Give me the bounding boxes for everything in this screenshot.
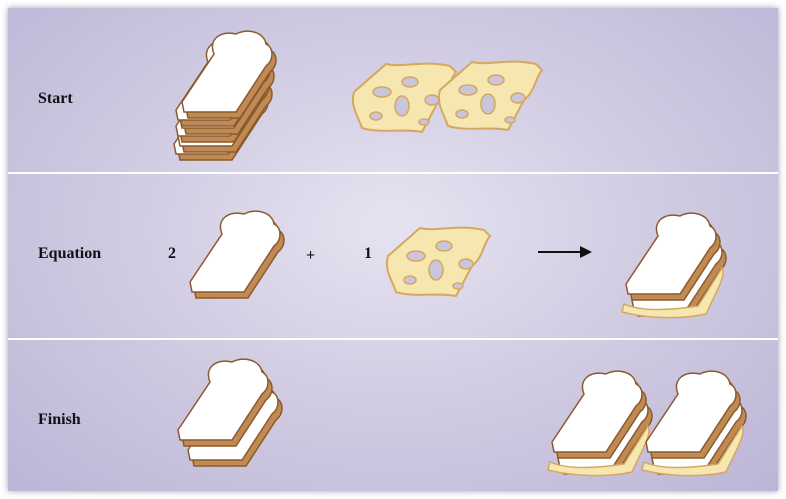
- sandwich-icon: [642, 371, 746, 475]
- sandwich-icon: [622, 213, 726, 317]
- cheese-slice-icon: [387, 228, 490, 296]
- bread-stack-icon: [178, 359, 282, 466]
- bread-stack-icon: [174, 31, 276, 160]
- diagram-panel: Start Equation Finish 2 + 1: [8, 8, 778, 491]
- sandwich-icon: [548, 371, 652, 475]
- bread-slice-icon: [190, 211, 284, 298]
- arrow-right-icon: [538, 246, 592, 258]
- diagram-artwork: [8, 8, 778, 491]
